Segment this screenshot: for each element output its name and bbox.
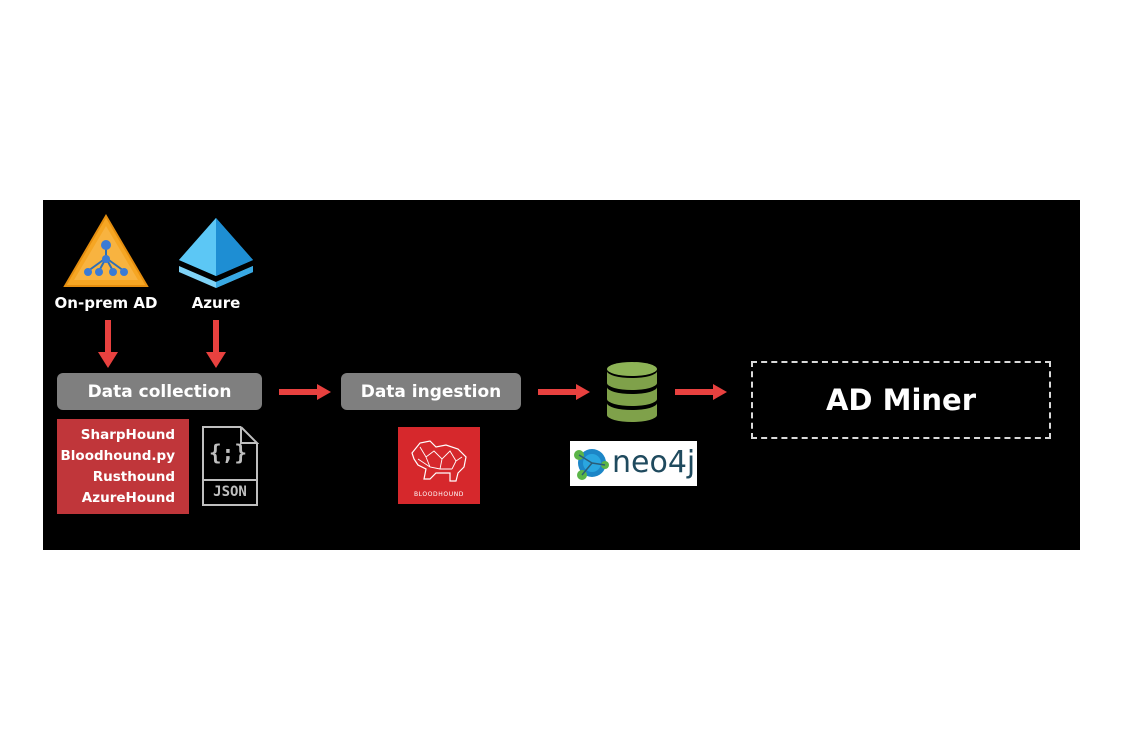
source-label-azure: Azure — [191, 294, 241, 312]
azure-ad-icon — [179, 218, 253, 288]
arrow-down-icon — [206, 320, 226, 368]
json-braces-text: {;} — [209, 441, 247, 465]
arrow-down-icon — [98, 320, 118, 368]
bloodhound-logo-text: BLOODHOUND — [413, 491, 465, 498]
arrow-right-icon — [279, 384, 331, 400]
stage-data-ingestion: Data ingestion — [341, 373, 521, 410]
ad-miner-box: AD Miner — [751, 361, 1051, 439]
database-icon — [607, 362, 657, 422]
stage-data-collection: Data collection — [57, 373, 262, 410]
collectors-list: SharpHound Bloodhound.py Rusthound Azure… — [57, 419, 189, 514]
arrow-right-icon — [538, 384, 590, 400]
json-label: JSON — [213, 484, 247, 500]
bloodhound-logo: BLOODHOUND — [398, 427, 480, 504]
neo4j-logo-text: neo4j — [612, 445, 696, 480]
diagram-panel: On-prem AD Azure Data collection SharpHo… — [43, 200, 1080, 550]
arrow-right-icon — [675, 384, 727, 400]
neo4j-logo: neo4j — [570, 441, 697, 486]
json-file-icon: {;} JSON — [201, 425, 259, 507]
active-directory-icon — [63, 214, 149, 287]
collector-item: Rusthound — [92, 469, 175, 485]
collector-item: SharpHound — [80, 427, 175, 443]
collector-item: Bloodhound.py — [60, 448, 176, 464]
source-label-onprem-ad: On-prem AD — [54, 294, 158, 312]
collector-item: AzureHound — [81, 490, 175, 506]
